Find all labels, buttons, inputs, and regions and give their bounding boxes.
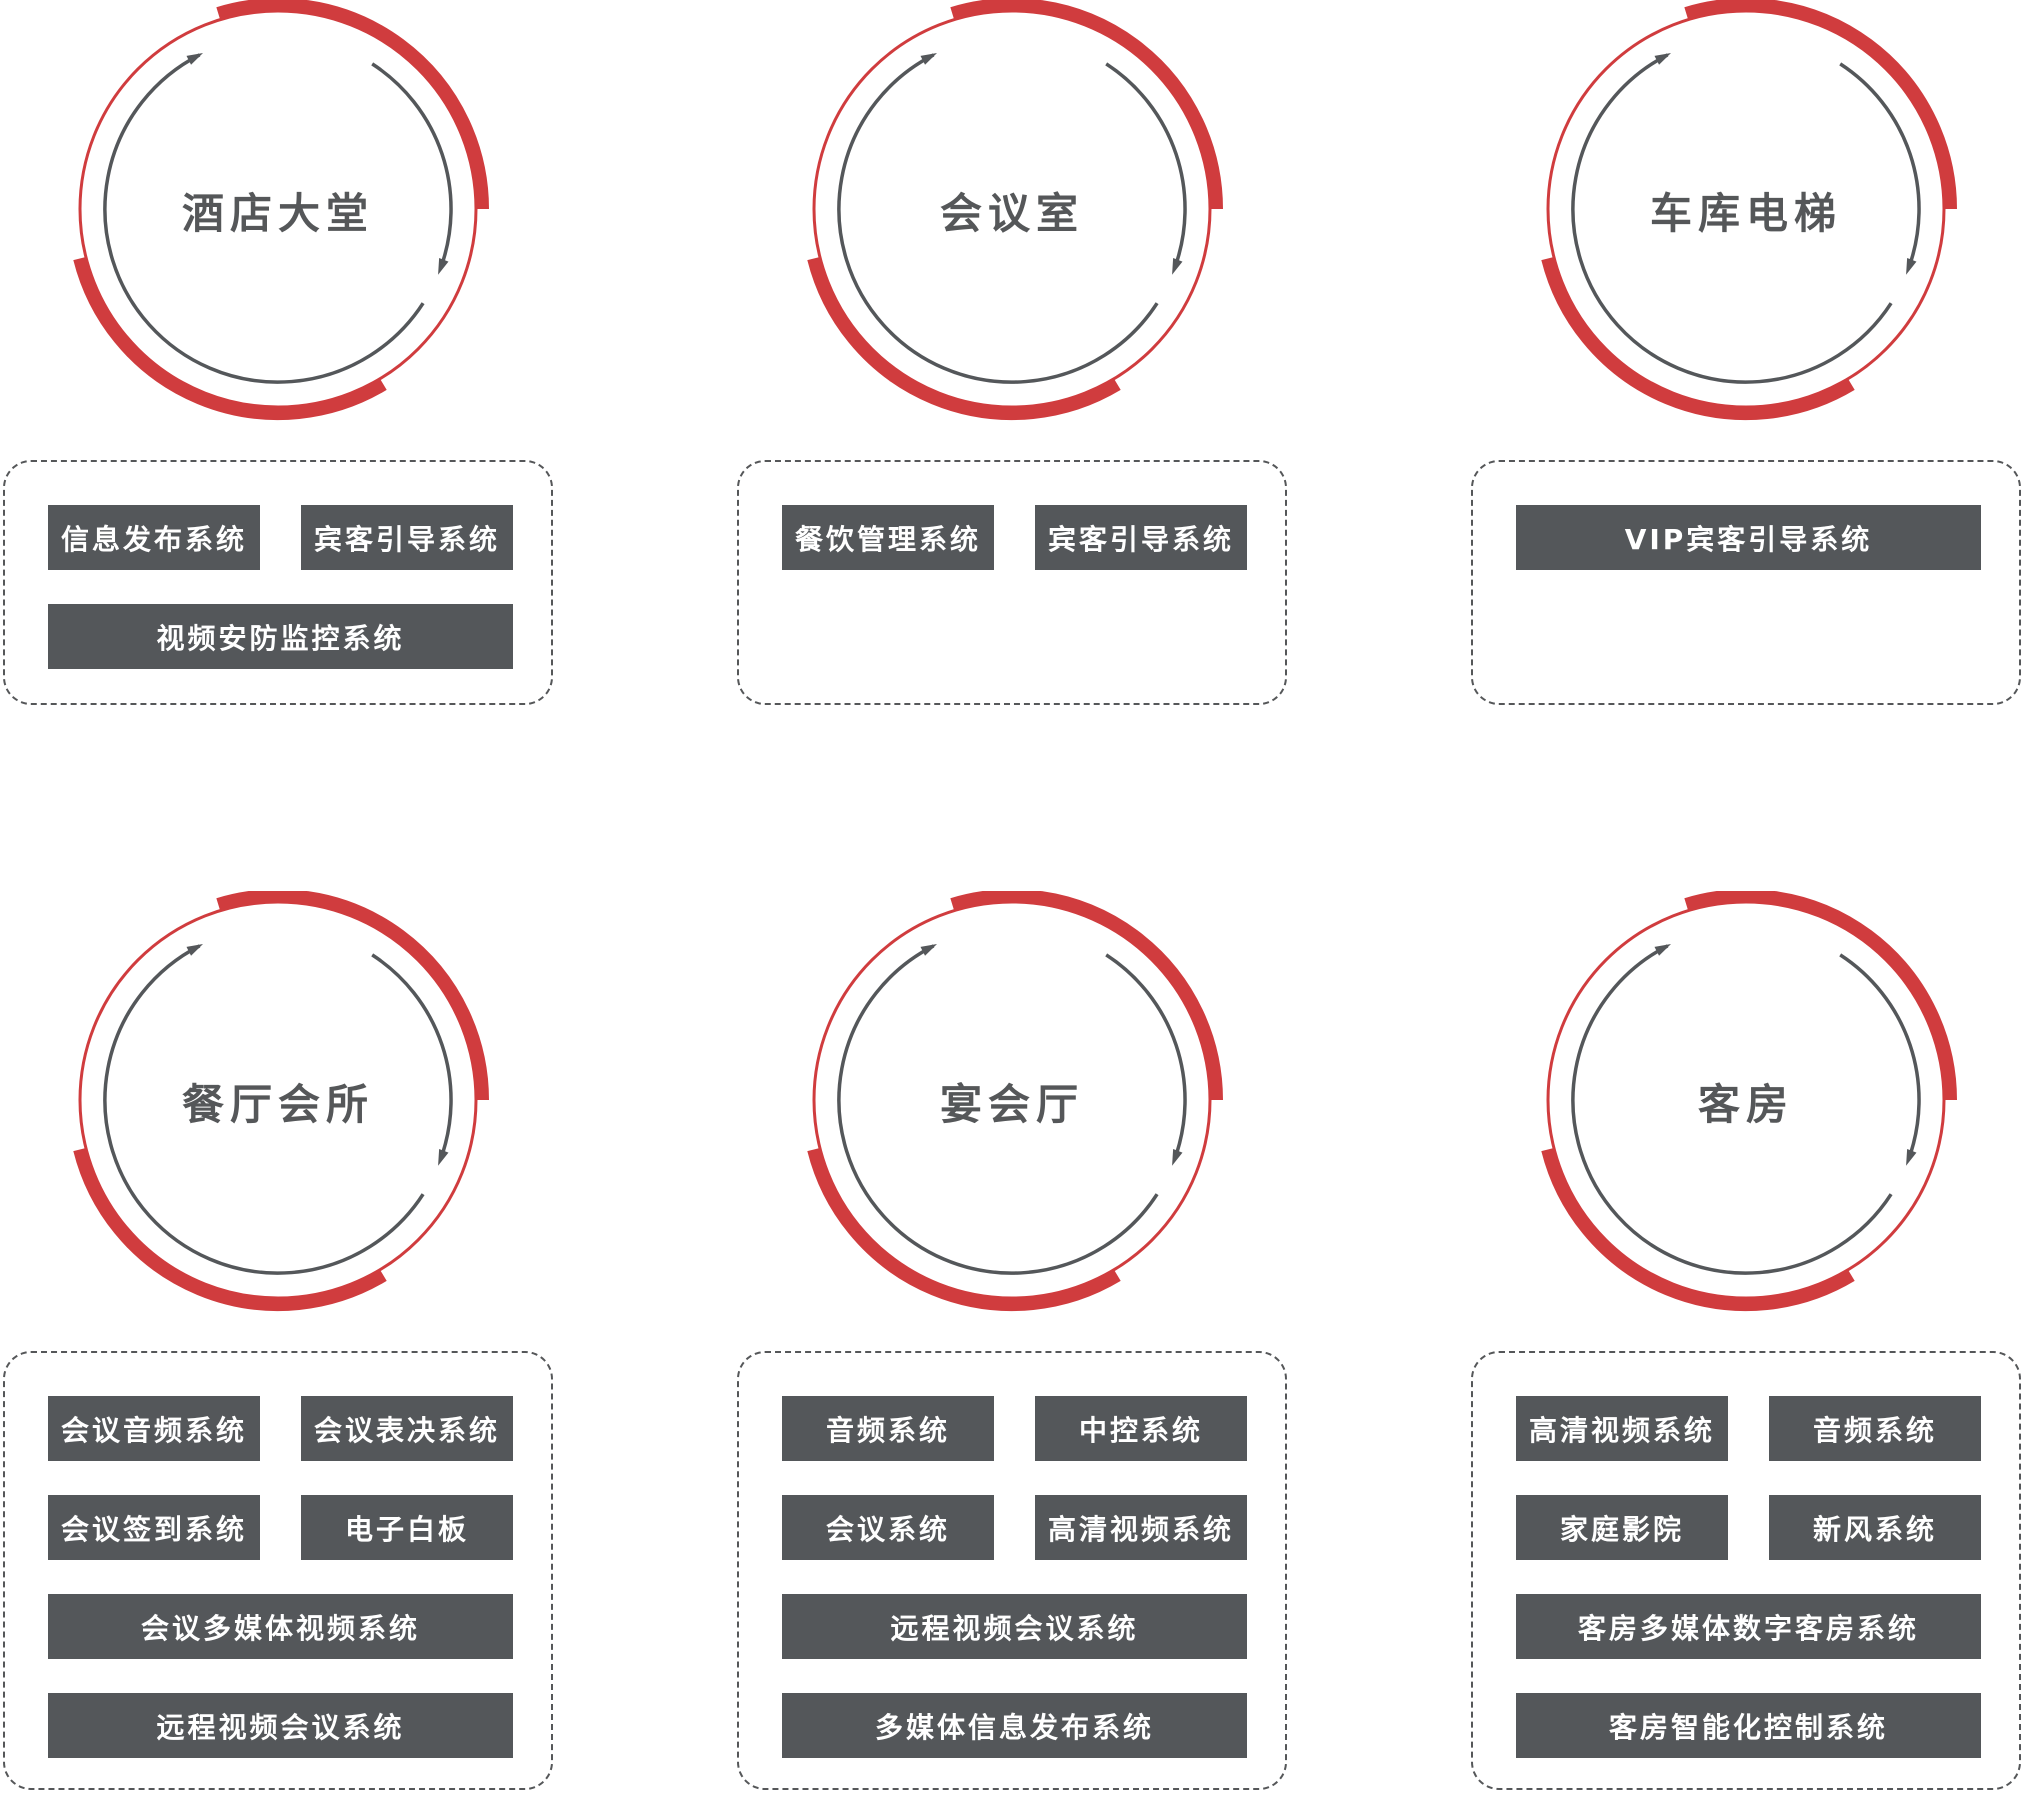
system-item: 音频系统 xyxy=(782,1396,994,1461)
accent-arc-top xyxy=(1684,0,1957,210)
system-item: 会议系统 xyxy=(782,1495,994,1560)
arrow-icon xyxy=(438,258,449,275)
arrow-icon xyxy=(1654,53,1672,65)
scenario-card: 车库电梯 VIP宾客引导系统 xyxy=(1468,0,2025,900)
system-list: 音频系统中控系统会议系统高清视频系统远程视频会议系统多媒体信息发布系统 xyxy=(782,1396,1247,1758)
system-group: 信息发布系统宾客引导系统视频安防监控系统 xyxy=(3,460,553,705)
system-list: 高清视频系统音频系统家庭影院新风系统客房多媒体数字客房系统客房智能化控制系统 xyxy=(1516,1396,1981,1758)
accent-arc-bottom xyxy=(73,256,387,420)
cycle-ring-icon xyxy=(1541,891,1957,1311)
inner-arc-left xyxy=(1571,944,1893,1275)
system-item: 中控系统 xyxy=(1035,1396,1247,1461)
scenario-title: 车库电梯 xyxy=(1649,189,1842,238)
inner-arc-right xyxy=(371,62,453,269)
system-list: 会议音频系统会议表决系统会议签到系统电子白板会议多媒体视频系统远程视频会议系统 xyxy=(48,1396,513,1758)
cycle-ring-icon xyxy=(73,891,489,1311)
system-item: 会议音频系统 xyxy=(48,1396,260,1461)
arrow-icon xyxy=(1906,258,1917,275)
accent-arc-bottom xyxy=(807,1147,1121,1311)
inner-arc-right xyxy=(1839,953,1921,1160)
system-item: 远程视频会议系统 xyxy=(48,1693,513,1758)
accent-arc-top xyxy=(950,0,1223,210)
cycle-ring-icon xyxy=(807,891,1223,1311)
system-item: 宾客引导系统 xyxy=(301,505,513,570)
scenario-card: 客房高清视频系统音频系统家庭影院新风系统客房多媒体数字客房系统客房智能化控制系统 xyxy=(1468,891,2025,1791)
accent-arc-top xyxy=(1684,891,1957,1101)
system-group: VIP宾客引导系统 xyxy=(1471,460,2021,705)
accent-arc-bottom xyxy=(807,256,1121,420)
inner-arc-right xyxy=(1839,62,1921,269)
cycle-ring-icon xyxy=(73,0,489,420)
inner-arc-right xyxy=(371,953,453,1160)
system-item: 家庭影院 xyxy=(1516,1495,1728,1560)
arrow-icon xyxy=(186,944,204,956)
arrow-icon xyxy=(920,944,938,956)
system-group: 高清视频系统音频系统家庭影院新风系统客房多媒体数字客房系统客房智能化控制系统 xyxy=(1471,1351,2021,1790)
accent-arc-bottom xyxy=(73,1147,387,1311)
scenario-card: 宴会厅音频系统中控系统会议系统高清视频系统远程视频会议系统多媒体信息发布系统 xyxy=(734,891,1294,1791)
system-item: 宾客引导系统 xyxy=(1035,505,1247,570)
scenario-title: 餐厅会所 xyxy=(181,1080,374,1129)
accent-arc-top xyxy=(216,891,489,1101)
inner-arc-left xyxy=(837,53,1159,384)
system-item: 客房多媒体数字客房系统 xyxy=(1516,1594,1981,1659)
system-item: 信息发布系统 xyxy=(48,505,260,570)
accent-arc-bottom xyxy=(1541,1147,1855,1311)
inner-arc-right xyxy=(1105,953,1187,1160)
system-group: 音频系统中控系统会议系统高清视频系统远程视频会议系统多媒体信息发布系统 xyxy=(737,1351,1287,1790)
system-list: 餐饮管理系统宾客引导系统 xyxy=(782,505,1247,570)
inner-arc-left xyxy=(1571,53,1893,384)
scenario-title: 客房 xyxy=(1697,1080,1794,1129)
scenario-card: 酒店大堂信息发布系统宾客引导系统视频安防监控系统 xyxy=(0,0,560,900)
system-list: VIP宾客引导系统 xyxy=(1516,505,1981,570)
arrow-icon xyxy=(1172,258,1183,275)
system-item: 高清视频系统 xyxy=(1035,1495,1247,1560)
arrow-icon xyxy=(1172,1149,1183,1166)
system-item: 会议多媒体视频系统 xyxy=(48,1594,513,1659)
arrow-icon xyxy=(186,53,204,65)
system-item: VIP宾客引导系统 xyxy=(1516,505,1981,570)
inner-arc-right xyxy=(1105,62,1187,269)
system-item: 音频系统 xyxy=(1769,1396,1981,1461)
accent-arc-top xyxy=(216,0,489,210)
arrow-icon xyxy=(438,1149,449,1166)
scenario-title: 宴会厅 xyxy=(939,1080,1084,1129)
cycle-ring-icon xyxy=(1541,0,1957,420)
system-item: 多媒体信息发布系统 xyxy=(782,1693,1247,1758)
arrow-icon xyxy=(920,53,938,65)
system-group: 会议音频系统会议表决系统会议签到系统电子白板会议多媒体视频系统远程视频会议系统 xyxy=(3,1351,553,1790)
scenario-title: 酒店大堂 xyxy=(181,189,374,238)
system-item: 会议表决系统 xyxy=(301,1396,513,1461)
inner-arc-left xyxy=(837,944,1159,1275)
accent-arc-top xyxy=(950,891,1223,1101)
system-item: 客房智能化控制系统 xyxy=(1516,1693,1981,1758)
system-item: 会议签到系统 xyxy=(48,1495,260,1560)
accent-arc-bottom xyxy=(1541,256,1855,420)
system-item: 新风系统 xyxy=(1769,1495,1981,1560)
system-item: 视频安防监控系统 xyxy=(48,604,513,669)
inner-arc-left xyxy=(103,944,425,1275)
system-list: 信息发布系统宾客引导系统视频安防监控系统 xyxy=(48,505,513,669)
system-item: 高清视频系统 xyxy=(1516,1396,1728,1461)
arrow-icon xyxy=(1654,944,1672,956)
scenario-card: 餐厅会所会议音频系统会议表决系统会议签到系统电子白板会议多媒体视频系统远程视频会… xyxy=(0,891,560,1791)
cycle-ring-icon xyxy=(807,0,1223,420)
system-item: 餐饮管理系统 xyxy=(782,505,994,570)
arrow-icon xyxy=(1906,1149,1917,1166)
inner-arc-left xyxy=(103,53,425,384)
scenario-card: 会议室餐饮管理系统宾客引导系统 xyxy=(734,0,1294,900)
system-group: 餐饮管理系统宾客引导系统 xyxy=(737,460,1287,705)
scenario-title: 会议室 xyxy=(939,189,1084,238)
system-item: 远程视频会议系统 xyxy=(782,1594,1247,1659)
system-item: 电子白板 xyxy=(301,1495,513,1560)
